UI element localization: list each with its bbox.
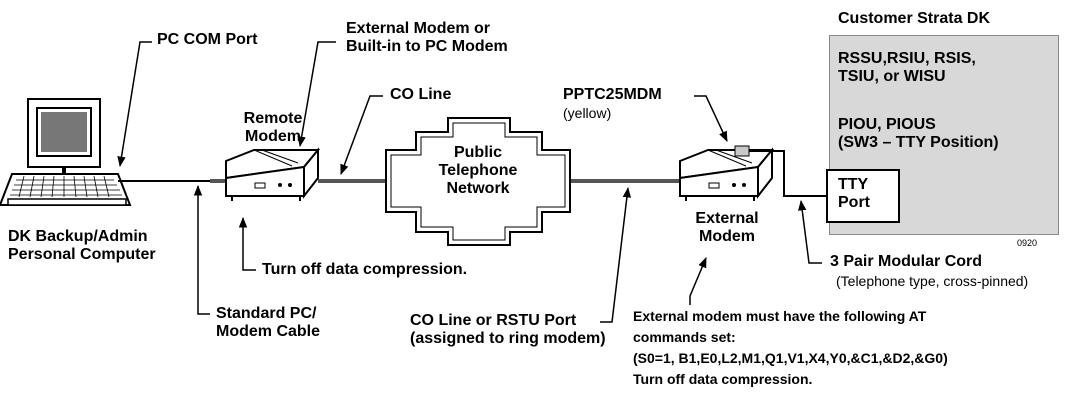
external-modem-or-builtin-label: External Modem or Built-in to PC Modem [346, 20, 508, 55]
turn-off-remote-label: Turn off data compression. [262, 261, 468, 278]
telephone-type-label: (Telephone type, cross-pinned) [836, 273, 1029, 289]
customer-strata-dk-title: Customer Strata DK [838, 10, 991, 27]
external-modem-label: External Modem [695, 210, 759, 245]
co-rstu-leader [600, 186, 632, 323]
remote-modem-label: Remote Modem [243, 110, 303, 145]
external-note-leader [689, 257, 707, 305]
rssu-label: RSSU,RSIU, RSIS, TSIU, or WISU [838, 50, 976, 85]
pptc25mdm-label: PPTC25MDM [563, 86, 662, 103]
desktop-computer-icon [0, 98, 132, 206]
standard-cable-leader [193, 184, 210, 315]
pc-com-port-leader [117, 41, 152, 168]
modular-cord [749, 150, 826, 197]
public-network-label: Public Telephone Network [438, 144, 518, 197]
remote-modem-icon [225, 147, 321, 201]
co-line-label: CO Line [390, 86, 452, 103]
cloud-network-icon [385, 117, 571, 246]
external-modem-leader [297, 41, 336, 148]
yellow-label: (yellow) [563, 105, 612, 121]
piou-label: PIOU, PIOUS (SW3 – TTY Position) [838, 116, 999, 151]
turn-off-remote-leader [238, 216, 256, 271]
three-pair-cord-label: 3 Pair Modular Cord [830, 253, 983, 270]
pptc25mdm-module-icon [734, 145, 750, 157]
pc-com-port-label: PC COM Port [157, 31, 258, 48]
dk-backup-label: DK Backup/Admin Personal Computer [8, 228, 156, 263]
tty-port-label: TTY Port [838, 176, 870, 211]
standard-cable-label: Standard PC/ Modem Cable [216, 305, 321, 340]
co-rstu-label: CO Line or RSTU Port (assigned to ring m… [410, 312, 606, 347]
cord-leader [798, 199, 822, 264]
external-modem-icon [679, 147, 775, 201]
external-modem-note: External modem must have the following A… [633, 308, 948, 387]
pptc25mdm-leader [694, 95, 728, 142]
tty-port-box [826, 169, 900, 223]
figure-number: 0920 [1017, 238, 1038, 248]
co-line-leader [340, 95, 383, 175]
